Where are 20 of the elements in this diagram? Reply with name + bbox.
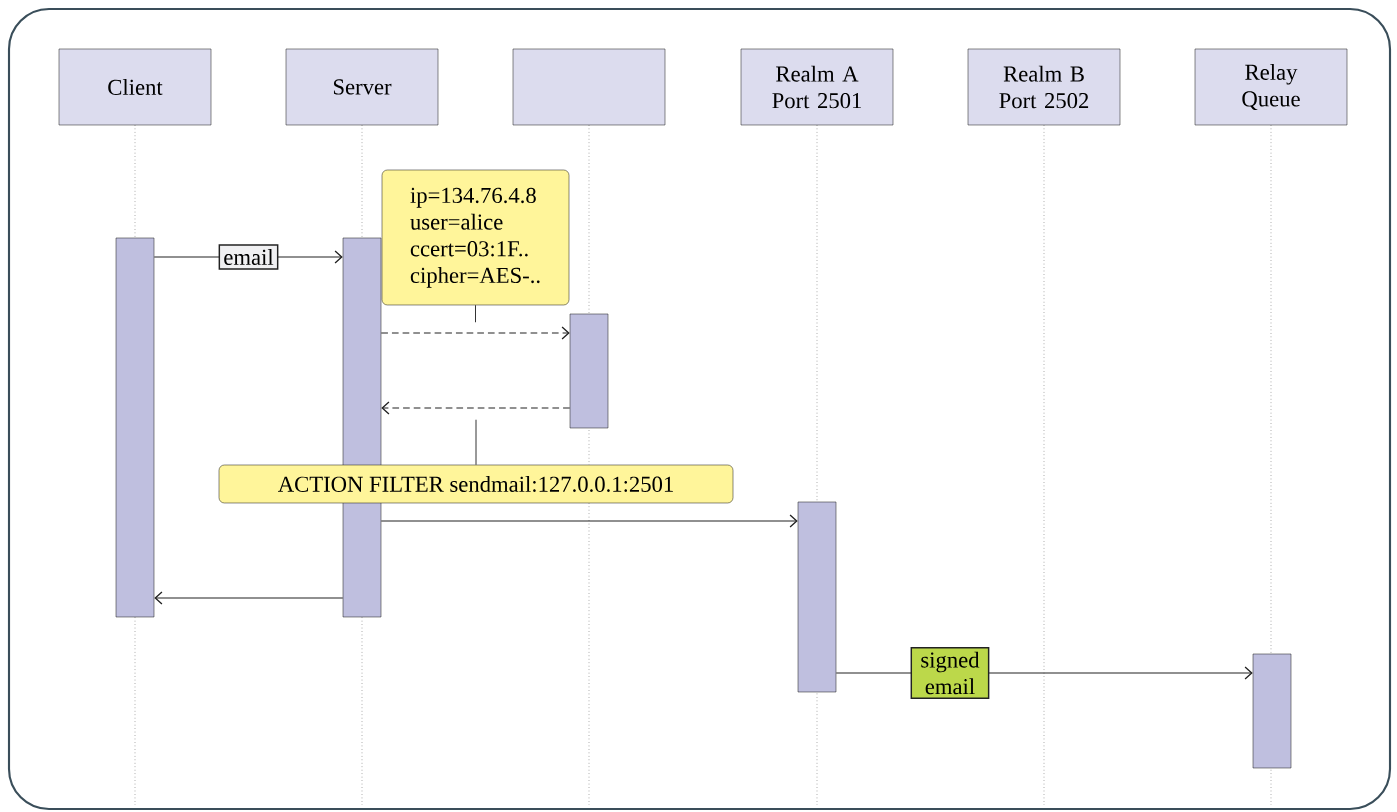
activation-bar xyxy=(797,501,837,693)
lifeline-head-box: Realm A Port 2501 xyxy=(740,48,894,126)
edge-label: signed email xyxy=(910,646,990,700)
lifeline-head-box: Relay Queue xyxy=(1194,48,1348,126)
activation-bar xyxy=(115,237,155,618)
lifeline-head-box xyxy=(512,48,666,126)
lifeline-head-box: Client xyxy=(58,48,212,126)
arrow xyxy=(154,591,344,605)
arrow xyxy=(380,326,570,340)
leader-line xyxy=(475,304,476,323)
lifeline-head-box: Realm B Port 2502 xyxy=(967,48,1121,126)
arrow xyxy=(380,514,798,528)
edge-label: email xyxy=(218,244,279,270)
note-box: ip=134.76.4.8 user=alice ccert=03:1F.. cipher=AES-.. xyxy=(381,169,570,306)
note-box: ACTION FILTER sendmail:127.0.0.1:2501 xyxy=(218,464,734,504)
lifeline-head-box: Server xyxy=(285,48,439,126)
leader-line xyxy=(475,419,477,466)
arrow xyxy=(381,401,571,415)
activation-bar xyxy=(569,313,609,429)
activation-bar xyxy=(1252,653,1292,769)
